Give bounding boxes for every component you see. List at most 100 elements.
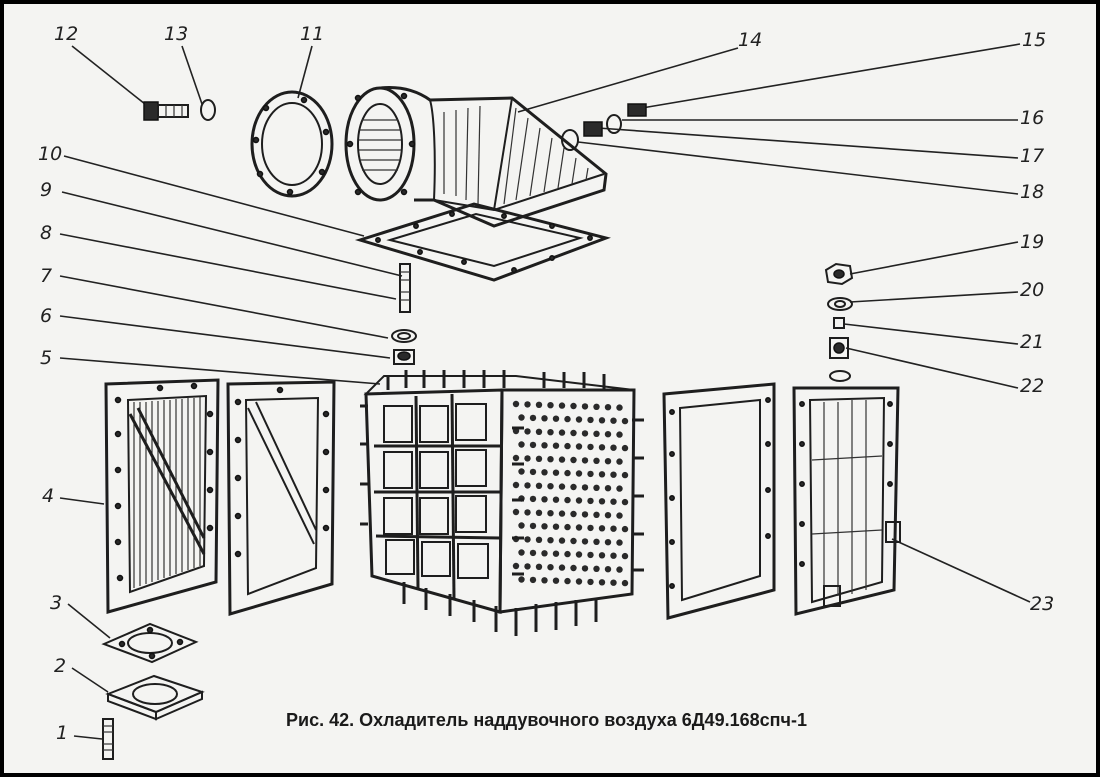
tube-end [570,564,577,572]
tube-end [604,512,612,519]
tube-end [598,417,606,424]
tube-end [552,415,560,422]
tube-end [581,430,589,437]
tube-end [552,523,560,530]
tube-end [621,417,629,425]
tube-end [593,403,600,410]
tube-end [512,454,520,462]
tube-end [570,537,577,545]
tube-end [512,400,520,408]
side-gasket [226,380,336,616]
label-17: 17 [1020,145,1044,167]
tube-end [610,417,617,424]
tube-end [512,508,520,516]
tube-end [564,577,571,585]
tube-end [593,538,600,545]
part-2-flange [105,674,205,721]
tube-end [604,431,612,438]
tube-end [547,456,554,463]
tube-end [610,498,617,505]
tube-end [529,495,537,503]
label-10: 10 [38,143,62,165]
tube-end [558,429,566,436]
tube-end [570,456,577,464]
tube-end [616,458,623,465]
label-1: 1 [56,722,68,744]
tube-end [535,536,543,543]
label-11: 11 [300,23,324,45]
label-6: 6 [40,305,52,327]
label-23: 23 [1030,593,1054,615]
tube-end [610,444,617,451]
tube-end [604,485,612,492]
tube-end [581,403,589,410]
tube-end [621,498,629,506]
tube-end [581,511,589,518]
parts-15-18-plug [561,103,647,151]
label-16: 16 [1020,107,1044,129]
tube-end [564,496,571,504]
tube-end [524,455,531,462]
tube-end [581,484,589,491]
label-15: 15 [1022,29,1046,51]
tube-end [616,404,623,411]
tube-end [621,471,629,479]
tube-end [535,428,543,435]
tube-end [587,497,594,505]
tube-end [541,577,548,584]
diagram-frame: 1 2 3 4 5 6 7 8 9 10 11 12 13 14 15 16 1… [4,4,1096,773]
tube-end [570,510,577,518]
tube-end [552,469,560,476]
tube-end [610,552,617,559]
tube-end [558,456,566,463]
tube-end [587,578,594,586]
tube-end [529,414,537,422]
tube-end [575,551,583,558]
core-front-grid [374,393,501,599]
tube-end [547,537,554,544]
part-11-ring-gasket [250,90,334,198]
tube-end [570,402,577,410]
tube-end [564,550,571,558]
tube-end [616,539,623,546]
tube-end [581,538,589,545]
end-cover-ribs [811,400,883,600]
tube-end [529,441,537,449]
tube-end [524,428,531,435]
tube-end [575,578,583,585]
part-10-top-gasket [354,202,611,282]
tube-end [524,536,531,543]
tube-end [547,510,554,517]
label-19: 19 [1020,231,1044,253]
label-13: 13 [164,23,188,45]
tube-end [616,485,623,492]
tube-end [529,549,537,557]
tube-end [552,496,560,503]
tube-end [541,550,548,557]
tube-end [558,483,566,490]
tube-end [512,481,520,489]
tube-end [598,444,606,451]
core-side-tubes [512,400,629,587]
core-top-studs [386,370,606,390]
label-3: 3 [50,592,62,614]
tube-end [529,576,537,584]
tube-end [512,562,520,570]
tube-end [552,442,560,449]
label-9: 9 [40,179,52,201]
exploded-view-diagram: 1 2 3 4 5 6 7 8 9 10 11 12 13 14 15 16 1… [38,23,1054,760]
tube-end [575,497,583,504]
tube-end [593,484,600,491]
tube-end [593,565,600,572]
tube-end [524,482,531,489]
tube-end [598,525,606,532]
tube-end [541,415,548,422]
label-12: 12 [54,23,78,45]
label-7: 7 [40,265,52,287]
tube-end [547,483,554,490]
part-4-side-cover [104,378,220,614]
tube-end [593,430,600,437]
tube-end [547,402,554,409]
label-5: 5 [40,347,52,369]
leader-lines [59,43,1031,740]
